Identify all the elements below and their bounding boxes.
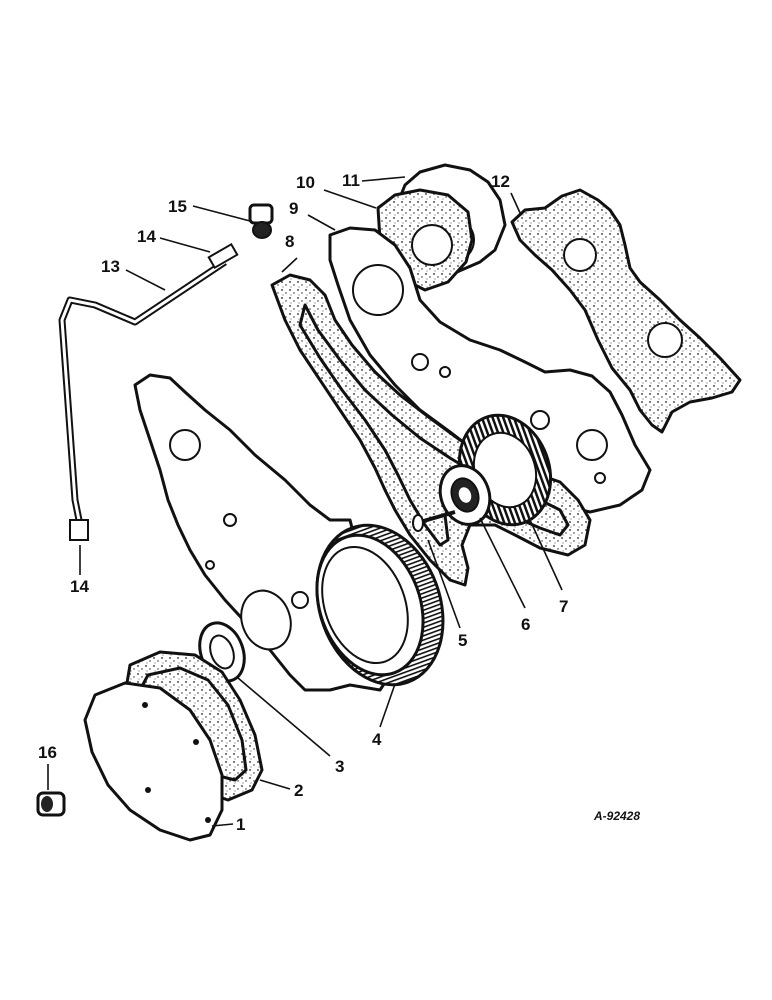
part-13-tube [58,259,227,526]
callout-15: 15 [168,197,187,216]
part-14-fitting-upper [207,242,239,270]
part-6-hub [438,464,492,526]
part-12-gasket [510,188,742,434]
leader-lines [47,176,563,827]
callout-9: 9 [289,199,298,218]
part-4-front-cover [133,373,445,692]
callout-14-upper: 14 [137,227,156,246]
part-14-fitting-lower [69,519,89,541]
callout-2: 2 [294,781,303,800]
callout-12: 12 [491,172,510,191]
callout-3: 3 [335,757,344,776]
callout-11: 11 [342,171,360,190]
part-15-elbow [248,203,274,239]
part-9-plate [328,226,652,514]
part-16-plug [36,791,66,817]
callout-7: 7 [559,597,568,616]
callout-16: 16 [38,743,57,762]
part-1-cover-plate [83,681,224,842]
figure-id: A-92428 [593,809,640,823]
callout-5: 5 [458,631,467,650]
callout-4: 4 [372,730,382,749]
callout-6: 6 [521,615,530,634]
callout-1: 1 [236,815,245,834]
part-5-bolt [412,510,456,532]
callout-10: 10 [296,173,315,192]
callout-14-lower: 14 [70,577,89,596]
callout-8: 8 [285,232,294,251]
callout-13: 13 [101,257,120,276]
